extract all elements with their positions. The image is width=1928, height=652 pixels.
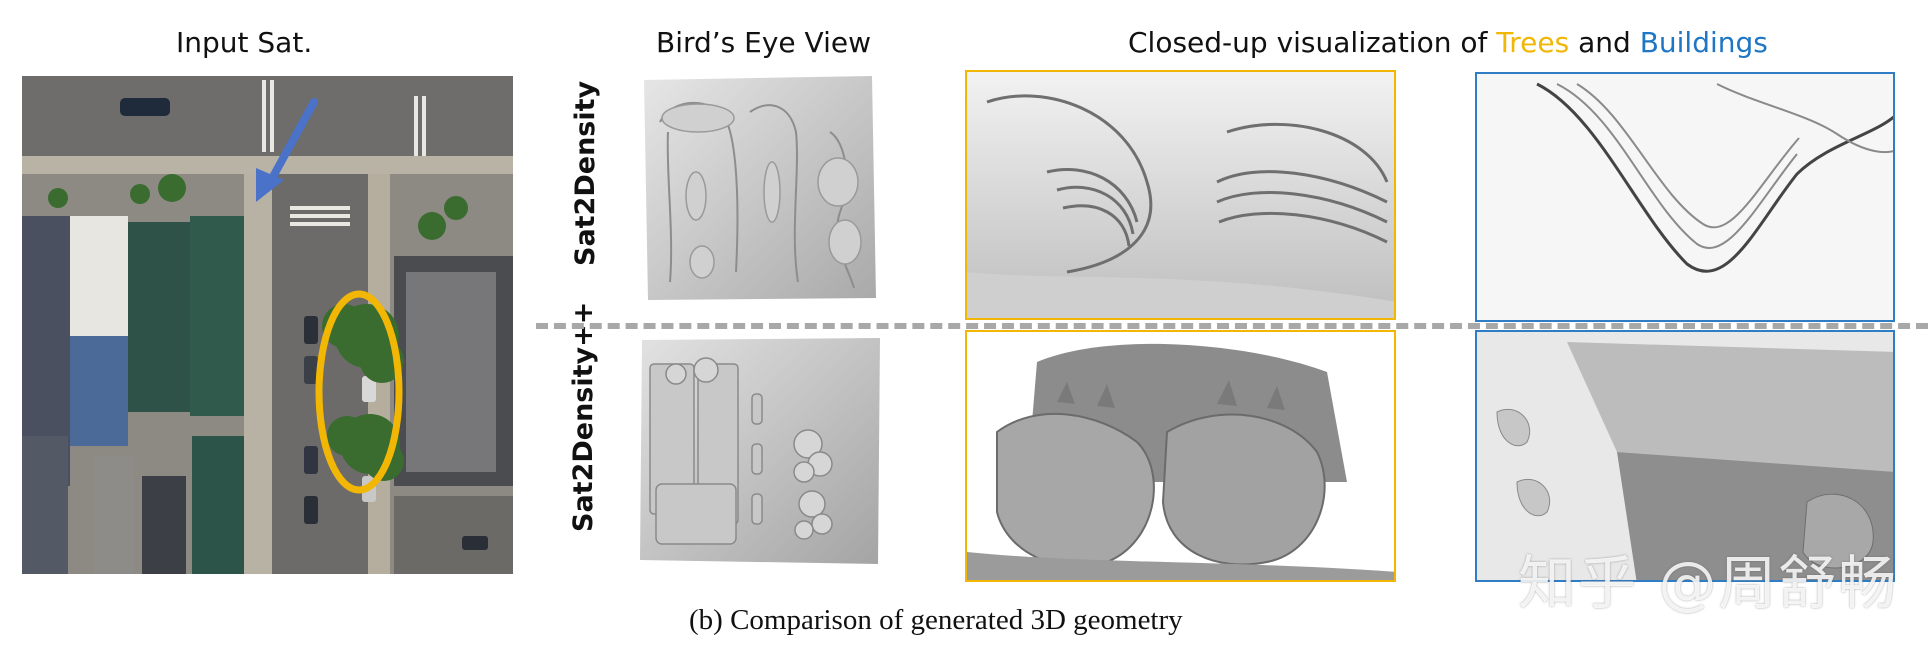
header-closeup-buildings: Buildings bbox=[1639, 26, 1768, 59]
row-label-sat2density: Sat2Density bbox=[570, 80, 601, 266]
bev-sat2density-render bbox=[644, 76, 876, 300]
figure-caption: (b) Comparison of generated 3D geometry bbox=[689, 604, 1183, 636]
header-closeup: Closed-up visualization of Trees and Bui… bbox=[1128, 26, 1768, 59]
bev-sat2density bbox=[640, 72, 880, 304]
closeup-trees-sat2density-render bbox=[967, 72, 1394, 318]
header-closeup-and: and bbox=[1569, 26, 1640, 59]
closeup-buildings-sat2density-render bbox=[1477, 74, 1893, 320]
closeup-trees-sat2density-plus-render bbox=[967, 332, 1394, 580]
closeup-buildings-sat2density bbox=[1475, 72, 1895, 322]
closeup-buildings-sat2density-plus-render bbox=[1477, 332, 1893, 580]
bev-sat2density-plus-render bbox=[640, 338, 880, 564]
watermark: 知乎 @周舒畅 bbox=[1518, 549, 1899, 617]
closeup-trees-sat2density-plus bbox=[965, 330, 1396, 582]
bev-sat2density-plus bbox=[636, 334, 882, 568]
header-input-sat: Input Sat. bbox=[176, 26, 313, 59]
satellite-image-art bbox=[22, 76, 513, 574]
closeup-trees-sat2density bbox=[965, 70, 1396, 320]
row-separator-dashed bbox=[536, 323, 1928, 329]
header-closeup-trees: Trees bbox=[1496, 26, 1570, 59]
header-closeup-prefix: Closed-up visualization of bbox=[1128, 26, 1497, 59]
closeup-buildings-sat2density-plus bbox=[1475, 330, 1895, 582]
header-birds-eye-view: Bird’s Eye View bbox=[656, 26, 872, 59]
satellite-image bbox=[22, 76, 513, 574]
row-label-sat2density-plus: Sat2Density++ bbox=[568, 301, 599, 532]
